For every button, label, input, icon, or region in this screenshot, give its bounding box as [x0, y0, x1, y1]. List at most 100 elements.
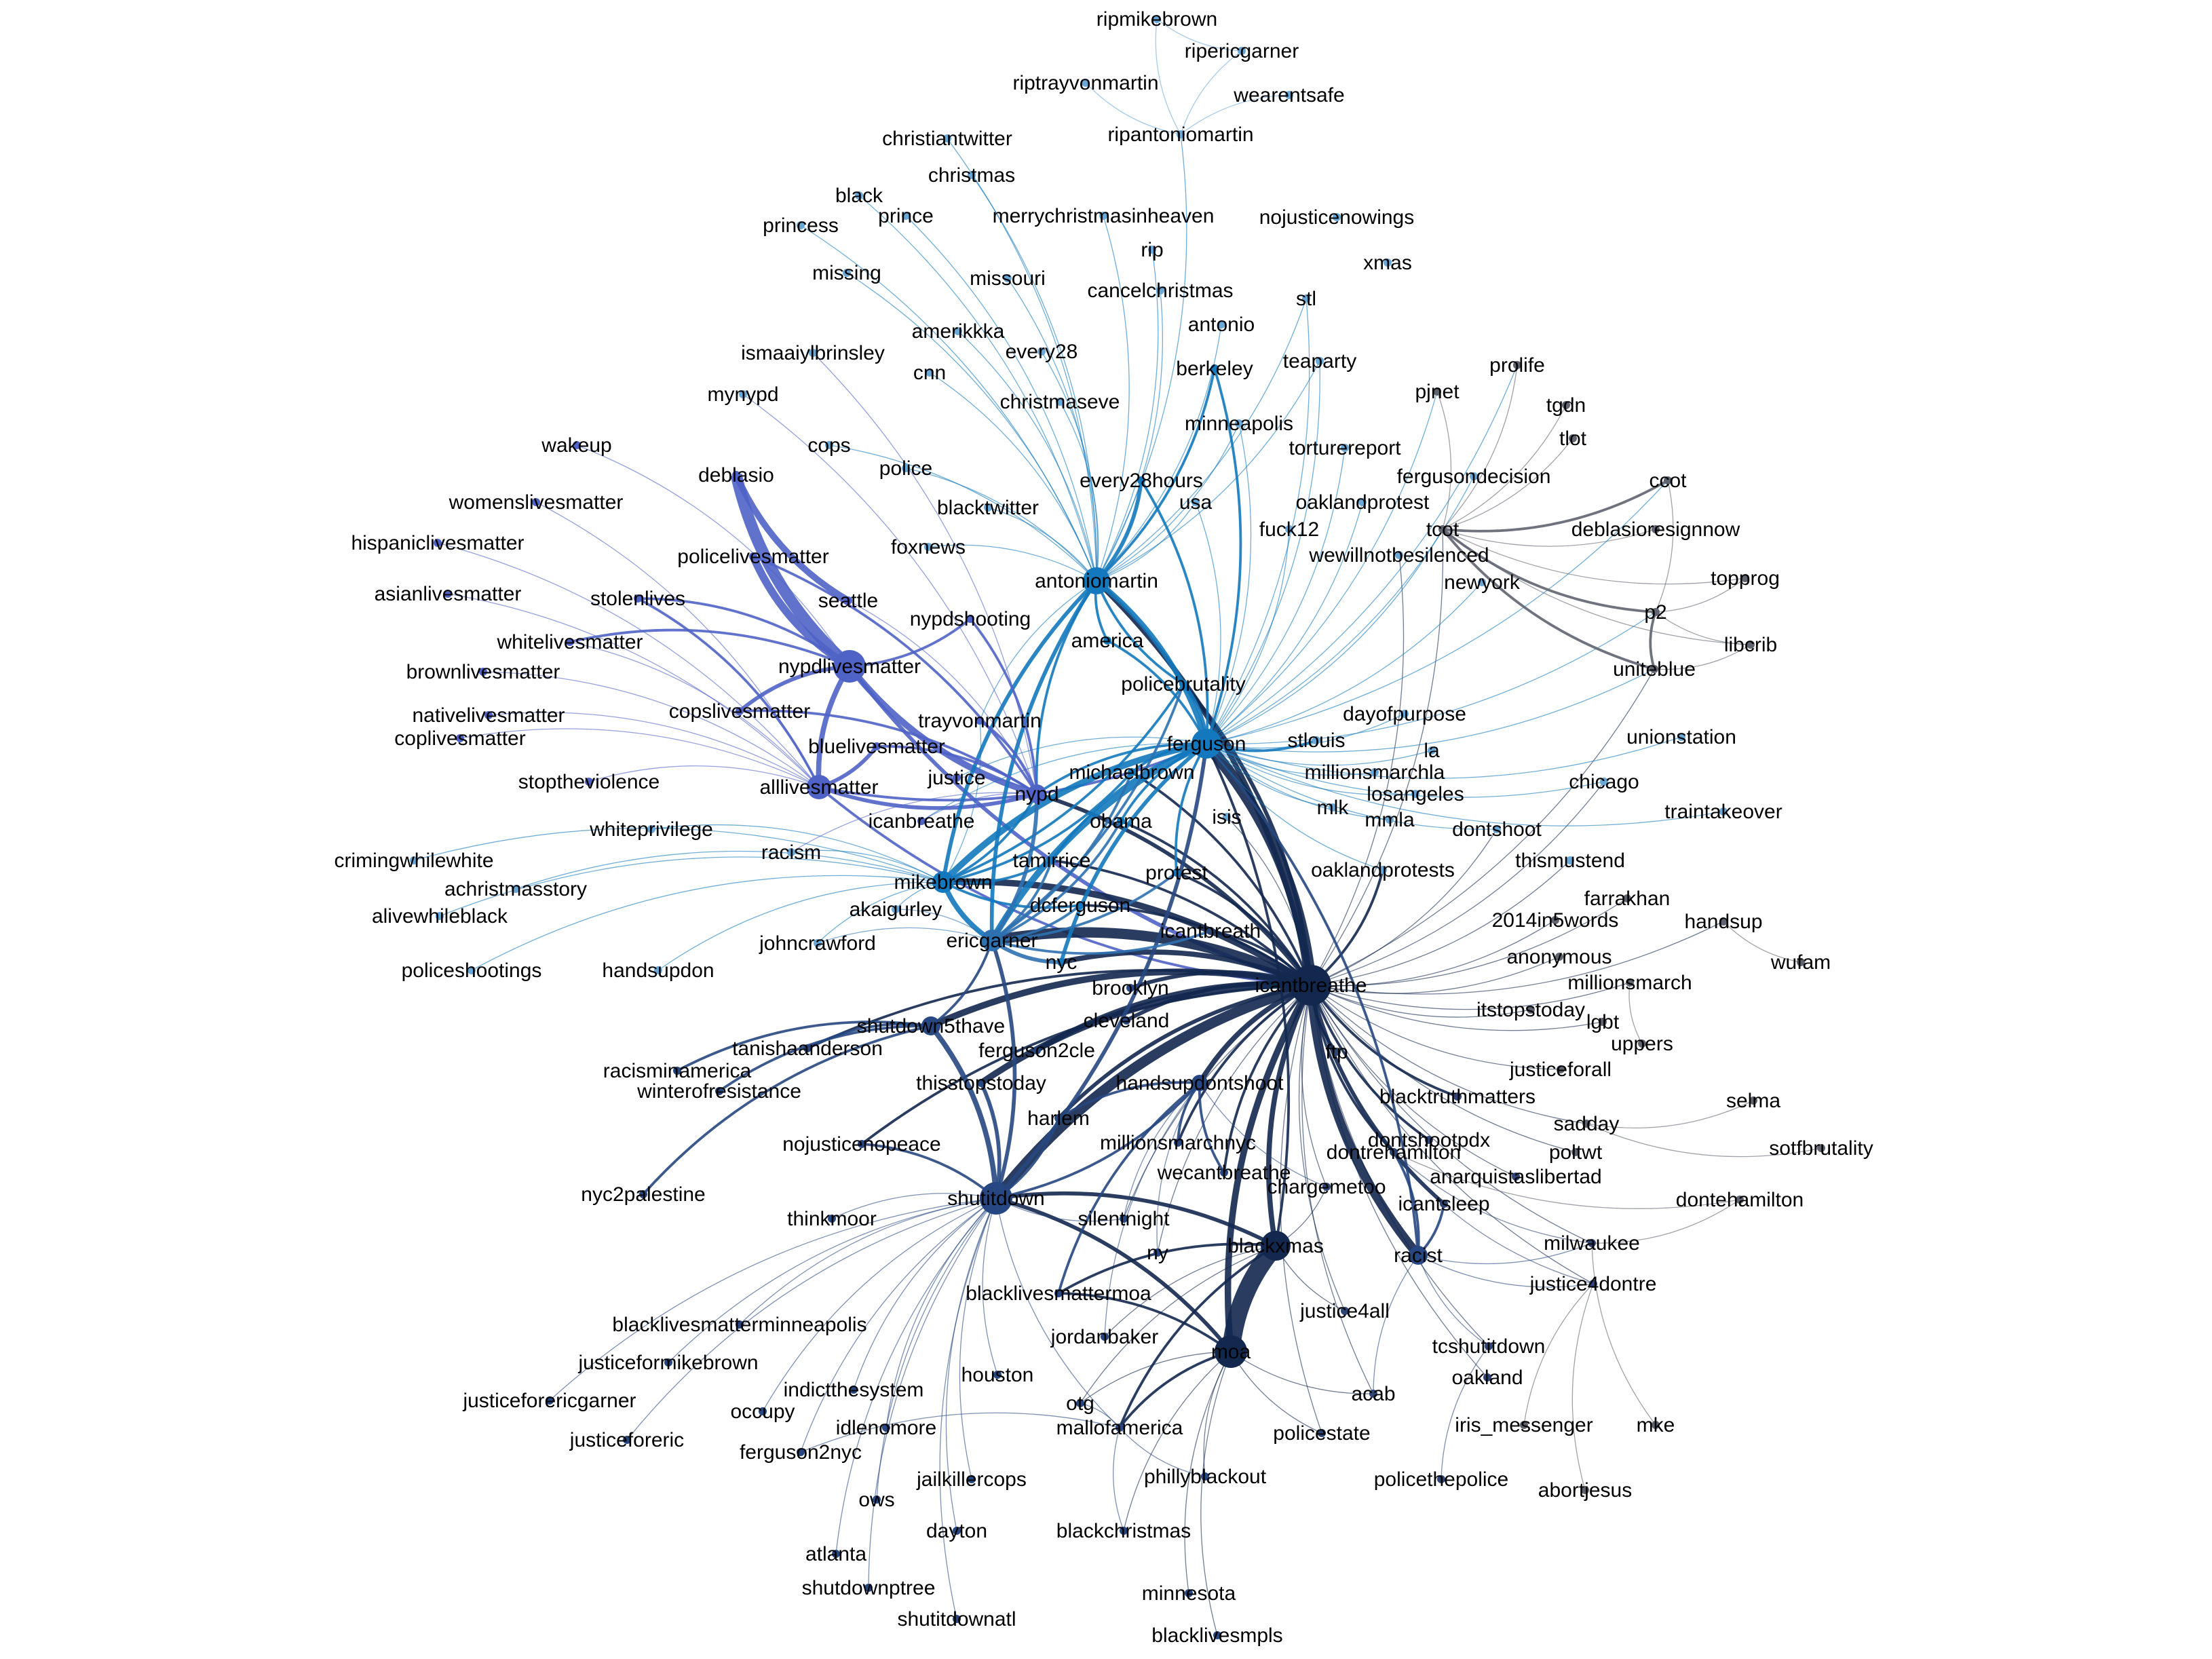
node-label-antonio: antonio: [1188, 313, 1255, 336]
node-label-wewillnotbesilenced: wewillnotbesilenced: [1308, 544, 1489, 567]
node-label-justice4all: justice4all: [1299, 1300, 1390, 1322]
node-label-deblasio: deblasio: [698, 464, 774, 487]
edge-dontrehamilton-justice4dontre: [1393, 1151, 1594, 1284]
node-donte_hamilton: [1736, 1196, 1744, 1204]
edge-ericgarner-protest: [991, 871, 1178, 942]
node-justice4dontre: [1589, 1280, 1597, 1288]
node-label-uniteblue: uniteblue: [1613, 658, 1696, 681]
edge-tcot-tlot: [1442, 438, 1574, 530]
node-icantsleep: [1440, 1200, 1448, 1208]
edge-shutitdown-justiceformikebrown: [668, 1198, 997, 1363]
node-uppers: [1638, 1040, 1646, 1048]
node-label-blacklivesmpls: blacklivesmpls: [1151, 1624, 1282, 1647]
edge-shutitdown-ericgarner: [990, 940, 1017, 1199]
node-justiceforericgarner: [546, 1396, 554, 1405]
node-label-justiceforeric: justiceforeric: [569, 1429, 684, 1451]
node-label-tamirrice: tamirrice: [1012, 850, 1090, 872]
node-label-dayofpurpose: dayofpurpose: [1343, 703, 1466, 725]
node-label-teaparty: teaparty: [1283, 350, 1356, 373]
node-phillyblackout: [1201, 1472, 1209, 1481]
edge-ripmikebrown-ripericgarner: [1156, 18, 1242, 52]
node-label-mikebrown: mikebrown: [894, 871, 992, 894]
node-label-prince: prince: [878, 205, 934, 227]
node-achristmasstory: [512, 885, 520, 893]
node-label-amerikkka: amerikkka: [912, 320, 1005, 343]
node-akaigurley: [892, 905, 900, 913]
node-label-mynypd: mynypd: [707, 383, 778, 406]
edge-mikebrown-michaelbrown: [942, 771, 1133, 883]
edge-icantbreathe-tanishaanderson: [807, 969, 1312, 1050]
node-fergusondecision: [1470, 472, 1478, 480]
edge-shutitdown-houston: [982, 1198, 998, 1375]
node-stlouis: [1312, 736, 1320, 744]
edge-antoniomartin-police: [905, 468, 1097, 581]
node-label-stolenlives: stolenlives: [590, 588, 685, 610]
node-label-thisstopstoday: thisstopstoday: [916, 1072, 1046, 1094]
edge-deblasio-seattle: [733, 474, 850, 604]
edge-icantbreathe-itstopstoday: [1310, 985, 1531, 1018]
node-label-tlot: tlot: [1559, 427, 1587, 450]
node-icantbreath: [1206, 927, 1215, 935]
edge-icantbreathe-oakland: [1310, 985, 1488, 1378]
edge-ferguson-traintakeover: [1206, 743, 1724, 826]
node-womenslivesmatter: [532, 498, 540, 506]
node-label-crimingwhilewhite: crimingwhilewhite: [334, 850, 493, 872]
node-label-seattle: seattle: [818, 590, 878, 612]
edge-p2-uniteblue: [1649, 611, 1657, 670]
edge-icantbreathe-chicago: [1310, 781, 1605, 986]
node-acab: [1369, 1390, 1377, 1398]
edge-justice4dontre-abortjesus: [1571, 1283, 1594, 1491]
node-teaparty: [1316, 357, 1324, 365]
node-label-america: america: [1071, 630, 1144, 652]
node-ripmikebrown: [1153, 15, 1161, 23]
node-label-uppers: uppers: [1611, 1033, 1673, 1055]
edge-mikebrown-johncrawford: [817, 881, 944, 944]
edge-handsupdontshoot-wecantbreathe: [1198, 1082, 1225, 1174]
node-handsupdon: [654, 966, 662, 974]
node-millionsmarchla: [1371, 768, 1379, 776]
edge-shutitdown-occupy: [762, 1198, 997, 1412]
node-prolife: [1513, 361, 1521, 369]
edge-icantbreathe-nypd: [1036, 792, 1313, 987]
node-label-nyc: nyc: [1046, 951, 1078, 974]
edge-mallofamerica-ferguson2nyc: [800, 1412, 1120, 1453]
node-indictthesystem: [850, 1386, 858, 1394]
edge-p2-libcrib: [1655, 611, 1751, 645]
node-label-shutdownptree: shutdownptree: [802, 1577, 936, 1599]
edge-ferguson-tcot: [1206, 529, 1443, 744]
node-label-anarquistaslibertad: anarquistaslibertad: [1430, 1166, 1602, 1188]
edge-antoniomartin-usa: [1096, 501, 1196, 581]
node-label-ericgarner: ericgarner: [946, 930, 1037, 952]
node-label-ripmikebrown: ripmikebrown: [1097, 8, 1217, 31]
node-antonio: [1217, 320, 1225, 328]
node-label-christiantwitter: christiantwitter: [882, 128, 1012, 150]
node-p2: [1652, 608, 1660, 616]
node-label-stlouis: stlouis: [1287, 729, 1345, 752]
node-label-blacktwitter: blacktwitter: [937, 497, 1039, 519]
node-deblasioresignnow: [1652, 525, 1660, 533]
node-trayvonmartin: [976, 717, 984, 725]
edge-handsupdontshoot-harlem: [1057, 1081, 1200, 1120]
node-topprog: [1741, 574, 1749, 582]
edge-antoniomartin-antonio: [1096, 324, 1222, 581]
edge-shutitdown-jailkillercops: [959, 1198, 997, 1480]
node-label-itstopstoday: itstopstoday: [1476, 999, 1585, 1021]
node-icantbreathe: [1291, 965, 1331, 1006]
node-handsupdontshoot: [1191, 1075, 1208, 1091]
node-houston: [993, 1371, 1002, 1379]
node-label-riptrayvonmartin: riptrayvonmartin: [1012, 72, 1158, 94]
node-label-bluelivesmatter: bluelivesmatter: [808, 736, 945, 758]
nodes-layer: [410, 15, 1825, 1639]
edge-icantbreathe-justice4all: [1298, 985, 1346, 1312]
edge-ferguson-newyork: [1206, 581, 1483, 744]
edge-ferguson-chicago: [1206, 743, 1605, 798]
node-label-wakeup: wakeup: [541, 434, 611, 457]
node-label-ferguson2cle: ferguson2cle: [978, 1040, 1095, 1062]
node-cancelchristmas: [1156, 286, 1164, 294]
edges-layer: [413, 18, 1822, 1636]
node-christiantwitter: [943, 134, 951, 142]
edge-mallofamerica-blackchristmas: [1113, 1427, 1124, 1531]
node-label-stoptheviolence: stoptheviolence: [518, 771, 660, 793]
edge-nypd-racism: [790, 792, 1037, 853]
edge-ferguson-uniteblue: [1206, 668, 1655, 752]
